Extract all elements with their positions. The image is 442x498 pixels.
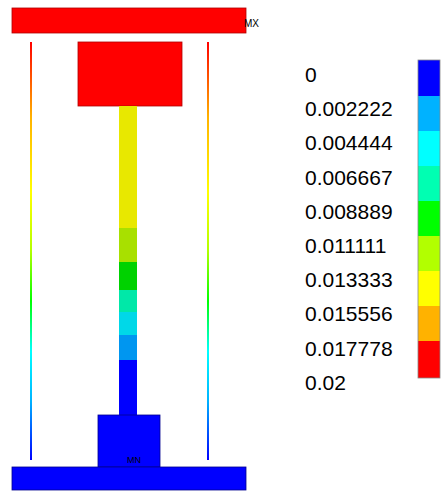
legend-value: 0.002222 bbox=[305, 98, 393, 119]
legend-value: 0.006667 bbox=[305, 167, 393, 188]
legend-value: 0.013333 bbox=[305, 269, 393, 290]
min-marker: MN bbox=[127, 456, 141, 465]
rod bbox=[119, 106, 137, 415]
side-line bbox=[30, 42, 32, 460]
legend-value: 0.004444 bbox=[305, 132, 393, 153]
side-line bbox=[207, 42, 209, 460]
legend-value: 0.017778 bbox=[305, 338, 393, 359]
legend-value: 0.008889 bbox=[305, 201, 393, 222]
legend-value: 0 bbox=[305, 64, 317, 85]
bottom-plate bbox=[12, 467, 246, 490]
top-plate bbox=[12, 8, 246, 33]
legend-value: 0.02 bbox=[305, 372, 346, 393]
bottom-block bbox=[98, 415, 160, 467]
max-marker: MX bbox=[244, 19, 259, 29]
color-bar bbox=[418, 60, 440, 378]
legend-value: 0.015556 bbox=[305, 303, 393, 324]
legend-value: 0.011111 bbox=[305, 235, 386, 256]
top-block bbox=[78, 42, 182, 106]
